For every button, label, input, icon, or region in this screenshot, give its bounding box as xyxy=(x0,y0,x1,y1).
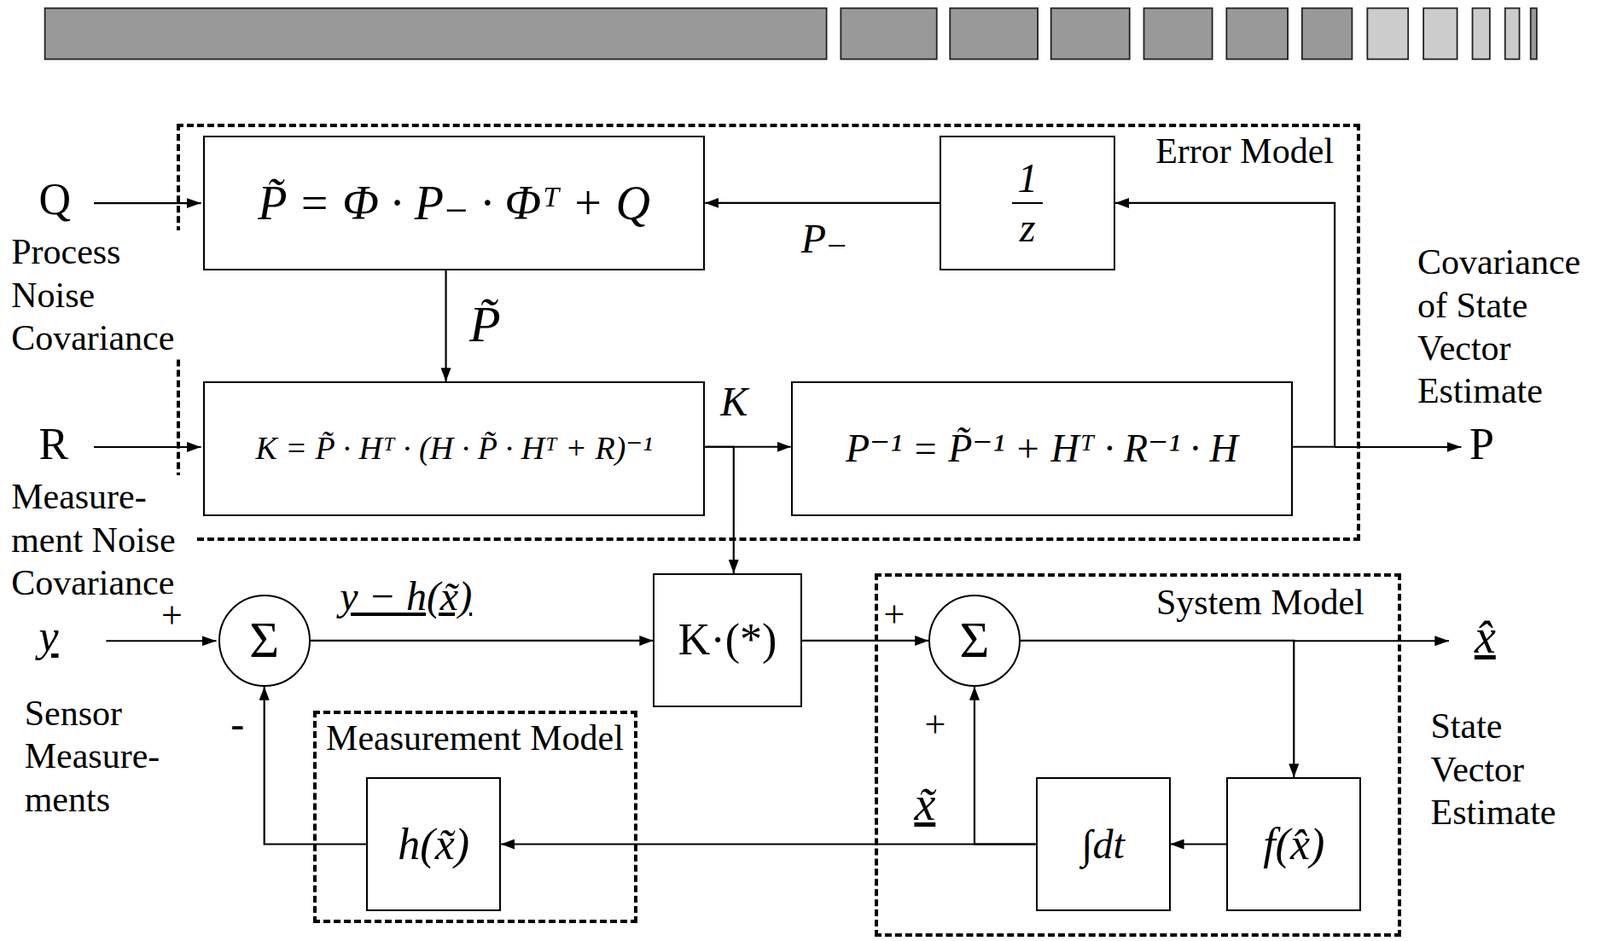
signal-label: + xyxy=(161,593,183,640)
region-box: System ModelΣ ∫dt f(x̂) xyxy=(874,573,1402,937)
sum-symbol: Σ xyxy=(960,610,990,670)
formula-text: K = P̃ · Hᵀ · (H · P̃ · Hᵀ + R)⁻¹ xyxy=(255,430,652,468)
formula-text: P̃ = Φ · P₋ · Φᵀ + Q xyxy=(257,175,651,231)
region-box: Measurement Model h(x̃) xyxy=(313,710,638,924)
fraction-bar xyxy=(1012,202,1043,204)
signal-connector xyxy=(1170,843,1228,845)
input-arrow xyxy=(93,446,202,448)
input-arrow xyxy=(93,202,202,204)
formula-text: h(x̃) xyxy=(397,819,470,871)
bar-segment xyxy=(1143,8,1212,60)
equation-box: P̃ = Φ · P₋ · Φᵀ + Q xyxy=(203,135,705,271)
region-title: Measurement Model xyxy=(323,717,627,759)
formula-text: K·(*) xyxy=(678,614,778,666)
signal-connector xyxy=(444,270,447,382)
bar-segment xyxy=(840,8,937,60)
signal-label: + xyxy=(924,703,946,749)
region-box: Error ModelP̃ = Φ · P₋ · Φᵀ + Q1zK = P̃ … xyxy=(176,123,1361,542)
signal-connector xyxy=(704,202,940,204)
gain-box: K·(*) xyxy=(652,573,803,708)
signal-label: - xyxy=(230,699,245,750)
edge-label: P₋ xyxy=(801,214,849,264)
equation-box: P⁻¹ = P̃⁻¹ + Hᵀ · R⁻¹ · H xyxy=(791,381,1293,517)
signal-label: P xyxy=(1469,418,1495,472)
equation-box: K = P̃ · Hᵀ · (H · P̃ · Hᵀ + R)⁻¹ xyxy=(203,381,705,517)
output-arrow xyxy=(1293,640,1449,642)
region-title: Error Model xyxy=(1152,130,1337,172)
bar-segment xyxy=(1051,8,1130,60)
formula-text: 1 xyxy=(1017,157,1038,199)
signal-label: Q xyxy=(38,173,71,227)
bar-segment xyxy=(45,8,827,60)
bar-segment xyxy=(949,8,1038,60)
formula-text: P⁻¹ = P̃⁻¹ + Hᵀ · R⁻¹ · H xyxy=(845,426,1239,472)
edge-label: y − h(x̃) xyxy=(339,571,472,622)
signal-connector xyxy=(310,640,654,642)
output-arrow xyxy=(1334,446,1461,448)
input-arrow xyxy=(105,640,216,642)
function-box: f(x̂) xyxy=(1226,777,1362,912)
signal-label: + xyxy=(884,593,906,639)
signal-label: R xyxy=(38,418,69,472)
function-box: h(x̃) xyxy=(366,777,501,912)
signal-connector xyxy=(704,447,734,574)
bar-segment xyxy=(1367,8,1408,60)
bar-segment xyxy=(1505,8,1520,60)
signal-label: y xyxy=(38,610,59,664)
signal-label: x̃ xyxy=(913,775,936,833)
delay-box: 1z xyxy=(939,135,1116,271)
header-bar xyxy=(45,8,1537,60)
formula-text: z xyxy=(1019,207,1036,249)
formula-text: f(x̂) xyxy=(1262,819,1325,871)
annotation-text: State Vector Estimate xyxy=(1430,704,1571,834)
annotation-text: Covariance of State Vector Estimate xyxy=(1417,240,1591,414)
bar-segment xyxy=(1530,8,1537,60)
summing-junction: Σ xyxy=(928,594,1021,687)
formula-text: ∫dt xyxy=(1081,820,1124,868)
signal-connector xyxy=(802,640,929,642)
bar-segment xyxy=(1472,8,1490,60)
signal-connector xyxy=(1020,640,1294,778)
annotation-text: Measure- ment Noise Covariance xyxy=(11,475,195,605)
edge-label: P̃ xyxy=(469,293,501,355)
bar-segment xyxy=(1302,8,1353,60)
annotation-text: Sensor Measure- ments xyxy=(24,692,175,821)
bar-segment xyxy=(1226,8,1288,60)
summing-junction: Σ xyxy=(218,594,311,687)
bar-segment xyxy=(1423,8,1457,60)
signal-connector xyxy=(974,686,1036,845)
integrator-box: ∫dt xyxy=(1035,777,1171,912)
region-title: System Model xyxy=(1153,581,1368,623)
signal-connector xyxy=(500,843,1036,845)
annotation-text: Process Noise Covariance xyxy=(11,230,195,360)
sum-symbol: Σ xyxy=(249,610,280,670)
signal-label: x̂ xyxy=(1474,608,1496,666)
edge-label: K xyxy=(720,377,748,427)
